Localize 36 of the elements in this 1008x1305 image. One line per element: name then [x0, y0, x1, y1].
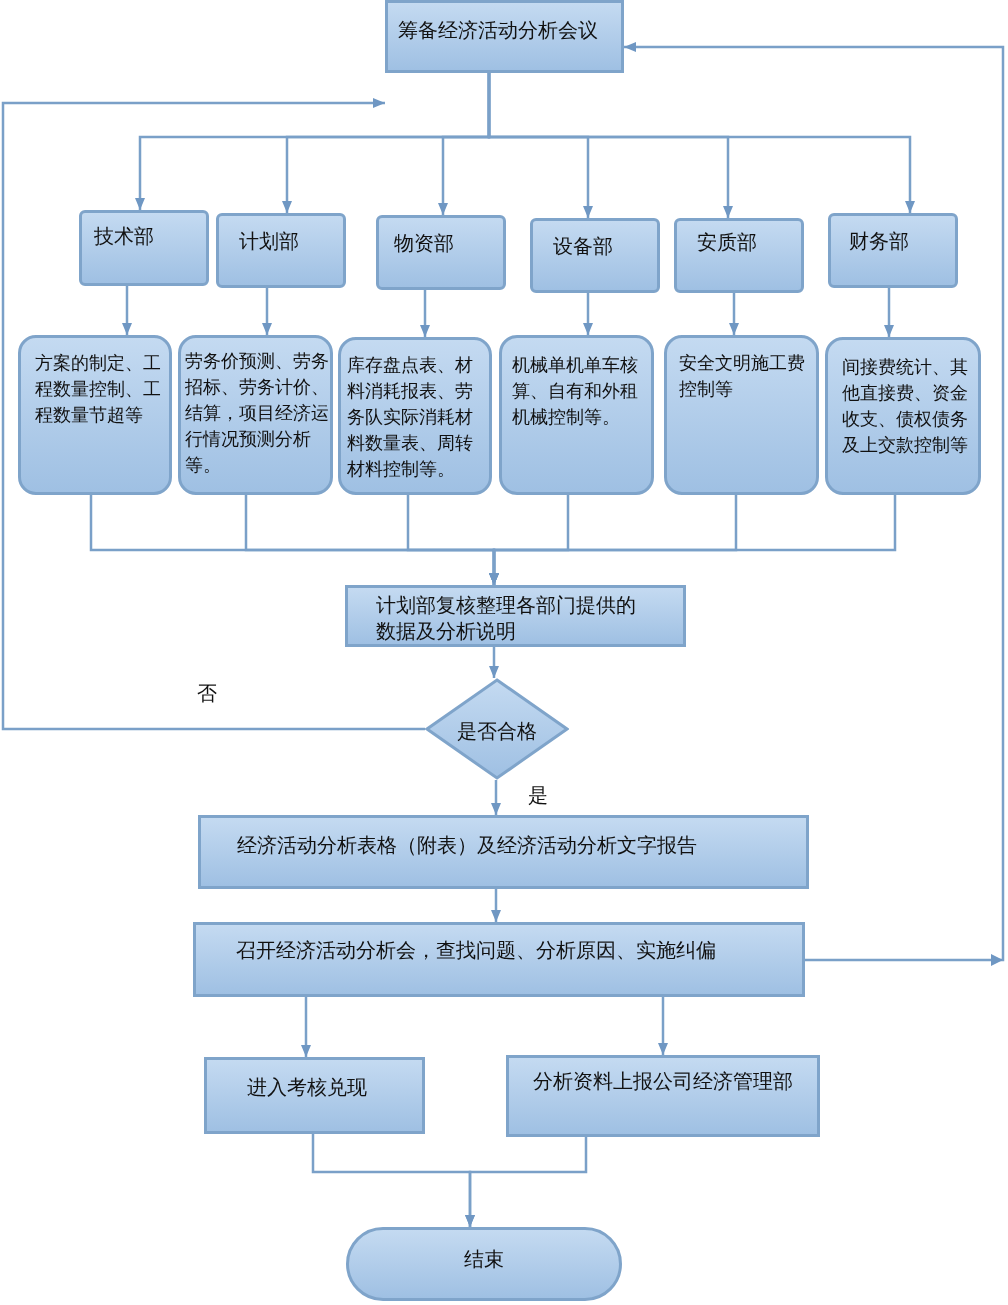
arrow — [1, 98, 425, 731]
process-box: 召开经济活动分析会，查找问题、分析原因、实施纠偏 — [193, 922, 805, 997]
arrow — [301, 997, 311, 1057]
task-box: 库存盘点表、材料消耗报表、劳务队实际消耗材料数量表、周转材料控制等。 — [338, 337, 492, 495]
department-box: 物资部 — [376, 215, 506, 290]
process-box: 计划部复核整理各部门提供的数据及分析说明 — [345, 585, 686, 647]
arrow — [487, 73, 915, 213]
department-box: 技术部 — [79, 210, 209, 286]
department-box: 安质部 — [674, 218, 804, 293]
task-box: 间接费统计、其他直接费、资金收支、债权债务及上交款控制等 — [825, 337, 981, 495]
task-box: 机械单机单车核算、自有和外租机械控制等。 — [499, 335, 654, 495]
task-box: 劳务价预测、劳务招标、劳务计价、结算，项目经济运行情况预测分析等。 — [178, 335, 333, 495]
terminal-shape: 结束 — [346, 1227, 622, 1301]
decision-diamond: 是否合格 — [425, 678, 569, 780]
arrow — [489, 647, 499, 678]
task-box: 安全文明施工费控制等 — [664, 335, 819, 495]
arrow — [491, 889, 501, 922]
task-box: 方案的制定、工程数量控制、工程数量节超等 — [18, 335, 172, 495]
arrow — [729, 293, 739, 335]
process-box: 进入考核兑现 — [204, 1057, 425, 1134]
arrow — [658, 997, 668, 1055]
arrow — [420, 290, 430, 337]
arrow — [122, 286, 132, 335]
arrow — [884, 288, 894, 337]
department-box: 设备部 — [530, 218, 660, 293]
arrow — [583, 293, 593, 335]
process-box: 分析资料上报公司经济管理部 — [506, 1055, 820, 1137]
department-box: 计划部 — [216, 213, 346, 288]
arrow — [624, 42, 1005, 962]
department-box: 财务部 — [828, 213, 958, 288]
arrow — [262, 288, 272, 335]
arrow — [465, 1137, 588, 1227]
process-box: 筹备经济活动分析会议 — [385, 0, 624, 73]
arrow — [491, 780, 501, 815]
arrow — [489, 495, 897, 585]
process-box: 经济活动分析表格（附表）及经济活动分析文字报告 — [198, 815, 809, 889]
